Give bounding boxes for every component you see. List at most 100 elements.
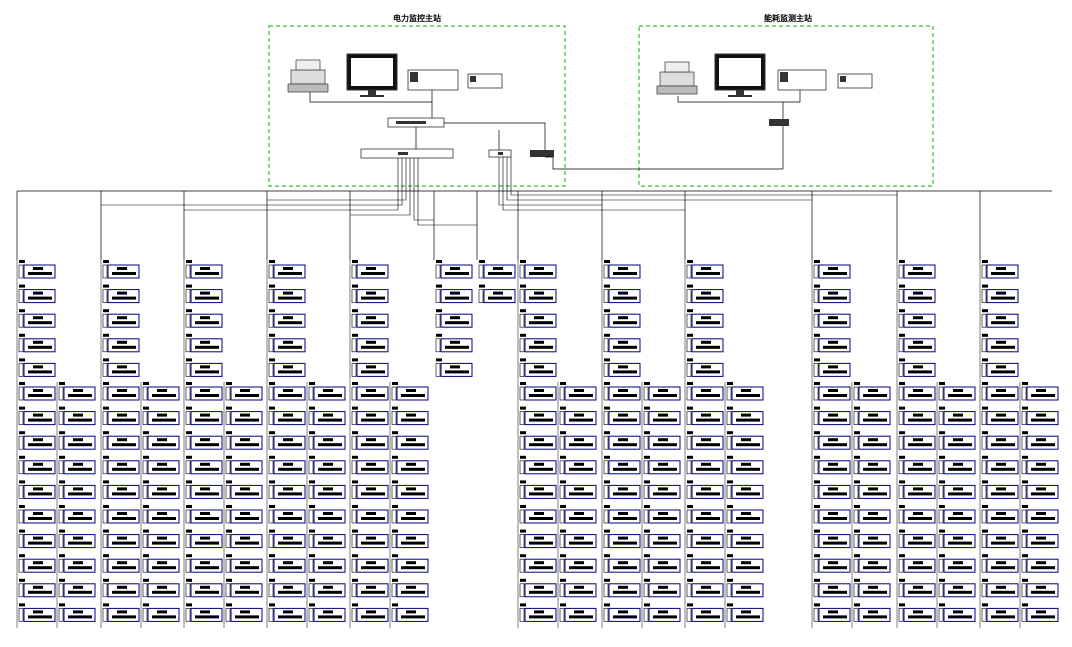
meter-icon xyxy=(185,603,223,622)
meter-icon xyxy=(268,554,306,573)
meter-icon xyxy=(603,431,641,450)
meter-icon xyxy=(58,455,96,475)
meter-icon xyxy=(519,406,557,426)
meter-icon xyxy=(686,431,724,450)
meter-icon xyxy=(102,382,140,401)
meter-icon xyxy=(519,603,557,622)
meter-icon xyxy=(938,455,976,475)
meter-icon xyxy=(898,455,936,475)
power-station-lan xyxy=(309,90,783,170)
meter-icon xyxy=(142,431,180,450)
serial-server-icon xyxy=(488,149,512,158)
meter-icon xyxy=(813,431,851,450)
meter-icon xyxy=(308,455,346,475)
meter-icon xyxy=(726,431,764,450)
meter-icon xyxy=(185,554,223,573)
meter-icon xyxy=(981,431,1019,450)
meter-icon xyxy=(58,382,96,401)
ups-icon xyxy=(837,73,873,89)
meter-icon xyxy=(18,554,56,573)
meter-icon xyxy=(102,333,140,353)
meter-icon xyxy=(519,333,557,353)
meter-icon xyxy=(58,480,96,499)
meter-icon xyxy=(225,431,263,450)
meter-icon xyxy=(18,260,56,279)
meter-icon xyxy=(559,382,597,401)
meter-icon xyxy=(726,554,764,573)
meter-icon xyxy=(1021,431,1059,450)
meter-icon xyxy=(308,505,346,524)
meter-icon xyxy=(102,406,140,426)
meter-icon xyxy=(603,333,641,353)
energy-station-boundary xyxy=(638,25,934,187)
meter-icon xyxy=(18,480,56,499)
meter-icon xyxy=(351,578,389,598)
meter-icon xyxy=(225,505,263,524)
meter-icon xyxy=(813,554,851,573)
meter-icon xyxy=(18,358,56,377)
meter-icon xyxy=(102,358,140,377)
meter-icon xyxy=(102,260,140,279)
meter-icon xyxy=(643,406,681,426)
meter-icon xyxy=(268,358,306,377)
meter-icon xyxy=(268,505,306,524)
meter-icon xyxy=(813,309,851,328)
meter-icon xyxy=(853,578,891,598)
meter-icon xyxy=(981,309,1019,328)
meter-icon xyxy=(898,284,936,304)
meter-icon xyxy=(58,406,96,426)
meter-icon xyxy=(813,382,851,401)
workstation-icon xyxy=(777,69,827,91)
meter-icon xyxy=(185,284,223,304)
meter-icon xyxy=(351,406,389,426)
meter-icon xyxy=(981,260,1019,279)
meter-icon xyxy=(643,505,681,524)
meter-icon xyxy=(142,529,180,549)
workstation-icon xyxy=(407,69,459,91)
meter-icon xyxy=(519,260,557,279)
meter-icon xyxy=(686,578,724,598)
meter-icon xyxy=(58,603,96,622)
meter-icon xyxy=(519,529,557,549)
meter-icon xyxy=(308,431,346,450)
meter-icon xyxy=(185,406,223,426)
energy-station-title: 能耗监测主站 xyxy=(764,14,812,23)
meter-icon xyxy=(185,333,223,353)
meter-icon xyxy=(268,284,306,304)
meter-icon xyxy=(435,358,473,377)
meter-icon xyxy=(142,455,180,475)
meter-icon xyxy=(519,578,557,598)
meter-icon xyxy=(938,529,976,549)
meter-icon xyxy=(898,578,936,598)
meter-icon xyxy=(102,284,140,304)
meter-icon xyxy=(351,333,389,353)
meter-icon xyxy=(185,480,223,499)
meter-icon xyxy=(185,358,223,377)
meter-icon xyxy=(351,284,389,304)
meter-icon xyxy=(1021,480,1059,499)
meter-icon xyxy=(938,382,976,401)
meter-icon xyxy=(225,480,263,499)
meter-icon xyxy=(686,260,724,279)
meter-icon xyxy=(225,578,263,598)
meter-icon xyxy=(686,603,724,622)
meter-icon xyxy=(898,382,936,401)
meter-icon xyxy=(391,406,429,426)
meter-icon xyxy=(686,480,724,499)
meter-icon xyxy=(185,578,223,598)
meter-icon xyxy=(559,455,597,475)
meter-icon xyxy=(58,431,96,450)
meter-icon xyxy=(898,431,936,450)
meter-icon xyxy=(18,505,56,524)
meter-icon xyxy=(981,358,1019,377)
meter-icon xyxy=(58,505,96,524)
meter-icon xyxy=(519,358,557,377)
meter-icon xyxy=(853,406,891,426)
meter-icon xyxy=(185,529,223,549)
meter-icon xyxy=(519,431,557,450)
meter-icon xyxy=(308,554,346,573)
network-switch-icon xyxy=(769,119,789,126)
meter-icon xyxy=(981,480,1019,499)
meter-icon xyxy=(308,603,346,622)
